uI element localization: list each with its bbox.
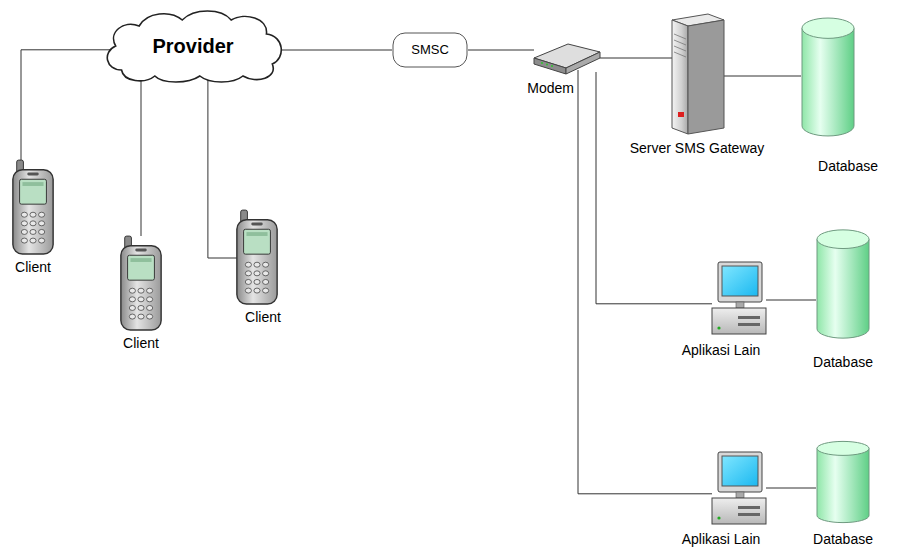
provider-cloud: Provider xyxy=(100,8,286,84)
client-phone: Client xyxy=(234,210,280,306)
computer-icon-outline xyxy=(708,452,770,528)
client-phone-outline xyxy=(10,160,56,256)
node-label: Aplikasi Lain xyxy=(682,531,761,547)
connector-line xyxy=(766,488,816,489)
node-label: Aplikasi Lain xyxy=(682,342,761,358)
computer-icon: Aplikasi Lain xyxy=(708,452,770,528)
connector-line xyxy=(208,74,238,258)
server-icon-outline xyxy=(668,12,726,136)
computer-icon-outline xyxy=(708,262,770,338)
database-cylinder-outline xyxy=(815,228,871,340)
node-label: Modem xyxy=(527,80,574,96)
client-phone: Client xyxy=(10,160,56,256)
client-phone: Client xyxy=(118,236,164,332)
database-cylinder: Database xyxy=(815,228,871,340)
smsc-box: SMSC xyxy=(392,32,468,68)
database-cylinder: Database xyxy=(815,440,871,524)
connector-line xyxy=(766,300,816,301)
node-label: Database xyxy=(818,158,878,174)
connector-line xyxy=(141,74,142,236)
client-phone-outline xyxy=(118,236,164,332)
modem-icon: Modem xyxy=(530,38,602,78)
connector-line xyxy=(600,58,672,59)
node-content: SMSC xyxy=(392,32,468,68)
node-label: Server SMS Gateway xyxy=(630,140,765,156)
connector-line xyxy=(724,76,801,77)
node-content: Provider xyxy=(100,8,286,84)
node-text: SMSC xyxy=(411,43,449,58)
connector-line xyxy=(468,50,534,51)
server-icon: Server SMS Gateway xyxy=(668,12,726,136)
connector-line xyxy=(21,50,110,160)
computer-icon: Aplikasi Lain xyxy=(708,262,770,338)
database-cylinder-outline xyxy=(815,440,871,524)
client-phone-outline xyxy=(234,210,280,306)
database-cylinder-outline xyxy=(800,16,856,138)
node-label: Client xyxy=(123,335,159,351)
node-text: Provider xyxy=(152,35,233,58)
node-label: Database xyxy=(813,354,873,370)
node-label: Client xyxy=(245,309,281,325)
connector-line xyxy=(276,50,392,51)
node-label: Database xyxy=(813,531,873,547)
node-label: Client xyxy=(15,259,51,275)
modem-icon-outline xyxy=(530,38,602,78)
database-cylinder: Database xyxy=(800,16,856,138)
